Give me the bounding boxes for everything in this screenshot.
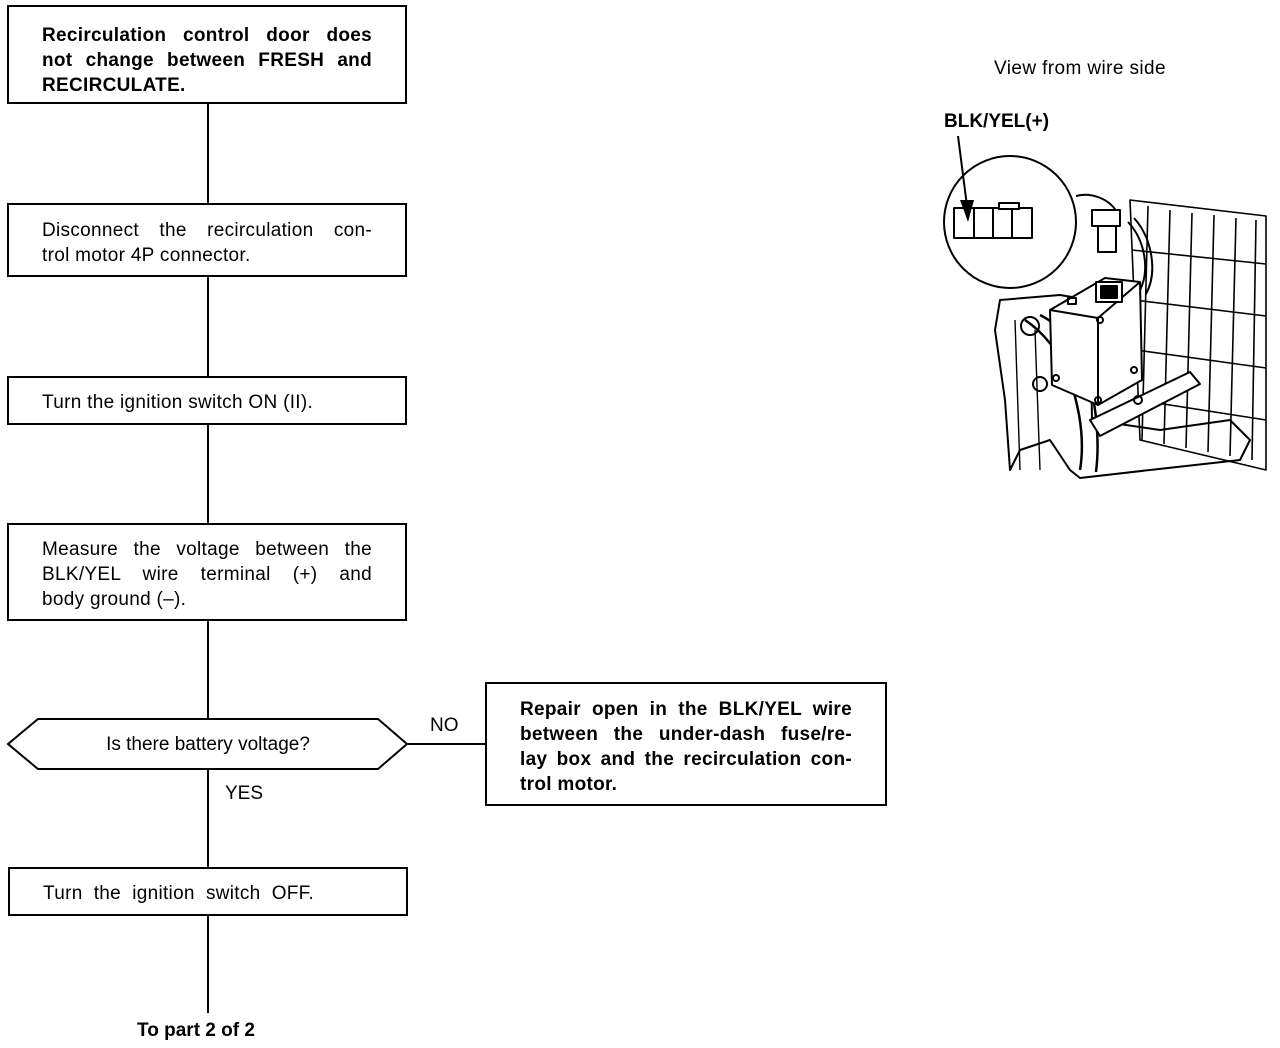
arrow-head-icon (960, 200, 974, 222)
repair-box: Repair open in the BLK/YEL wire between … (485, 682, 887, 806)
decision-question: Is there battery voltage? (106, 734, 310, 755)
start-condition-box: Recirculation control door does not chan… (7, 5, 407, 104)
step-measure-box: Measure the voltage between the BLK/YEL … (7, 523, 407, 621)
repair-line-1: Repair open in the BLK/YEL wire (520, 699, 852, 720)
terminal-pointer (957, 135, 968, 207)
step-measure-line-2: BLK/YEL wire terminal (+) and (42, 564, 372, 585)
repair-line-3: lay box and the recirculation con- (520, 749, 852, 770)
repair-line-4: trol motor. (520, 774, 618, 795)
view-label: View from wire side (994, 58, 1166, 79)
step-disconnect-box: Disconnect the recirculation con- trol m… (7, 203, 407, 277)
start-line-2: not change between FRESH and (42, 50, 372, 71)
step-ignition-off-text: Turn the ignition switch OFF. (43, 883, 315, 904)
step-ignition-on-text: Turn the ignition switch ON (II). (42, 392, 314, 413)
wire-label: BLK/YEL(+) (944, 111, 1050, 132)
step-disconnect-line-2: trol motor 4P connector. (42, 245, 251, 266)
continue-label: To part 2 of 2 (137, 1020, 255, 1041)
step-disconnect-line-1: Disconnect the recirculation con- (42, 220, 372, 241)
repair-line-2: between the under-dash fuse/re- (520, 724, 852, 745)
step-measure-line-3: body ground (–). (42, 589, 187, 610)
step-ignition-off-box: Turn the ignition switch OFF. (8, 867, 408, 916)
step-ignition-on-box: Turn the ignition switch ON (II). (7, 376, 407, 425)
decision-shape (6, 718, 409, 770)
start-line-3: RECIRCULATE. (42, 75, 186, 96)
decision-yes-label: YES (225, 783, 264, 804)
motor-illustration (943, 135, 1267, 479)
step-measure-line-1: Measure the voltage between the (42, 539, 372, 560)
decision-no-label: NO (430, 715, 459, 736)
start-line-1: Recirculation control door does (42, 25, 372, 46)
duct-grille (1129, 199, 1267, 471)
